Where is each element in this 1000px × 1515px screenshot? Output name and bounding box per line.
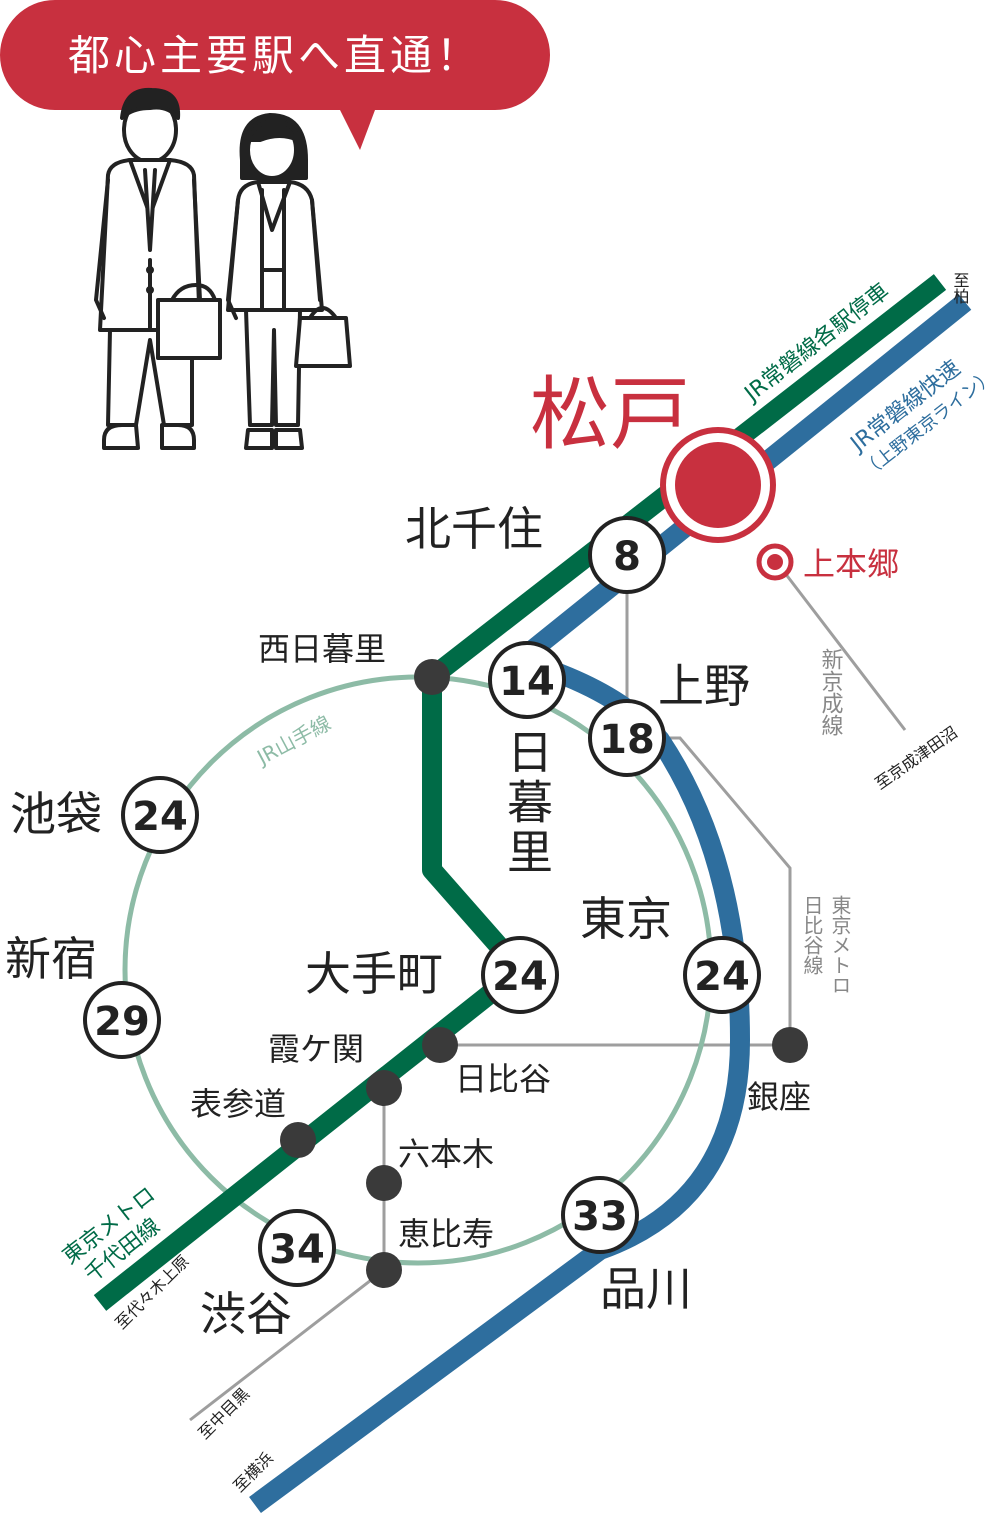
omotesando-label: 表参道	[190, 1085, 286, 1123]
shibuya-badge: 34	[258, 1209, 336, 1287]
hibiya-dot	[366, 1070, 402, 1106]
shinjuku-badge: 29	[83, 981, 161, 1059]
ikebukuro-badge: 24	[121, 776, 199, 854]
shinagawa-label: 品川	[600, 1262, 692, 1316]
hibiya-line-label-1: 東京メトロ	[828, 895, 852, 995]
kamihongo-label: 上本郷	[803, 545, 899, 583]
svg-text:24: 24	[694, 954, 750, 1000]
svg-text:34: 34	[269, 1227, 325, 1273]
shinkeisei-label: 新京成線	[818, 648, 844, 736]
speech-bubble: 都心主要駅へ直通！	[0, 0, 550, 150]
kasumigaseki-label: 霞ケ関	[268, 1030, 364, 1068]
ebisu-label: 恵比寿	[398, 1215, 494, 1253]
minor-station-dots	[280, 659, 808, 1288]
kitasenju-label: 北千住	[405, 502, 543, 556]
roppongi-dot	[366, 1165, 402, 1201]
ebisu-dot	[366, 1252, 402, 1288]
hibiya-label: 日比谷	[455, 1060, 551, 1098]
ueno-badge: 18	[588, 699, 666, 777]
nishinippori-dot	[414, 659, 450, 695]
svg-text:29: 29	[94, 999, 150, 1045]
kasumigaseki-dot	[422, 1027, 458, 1063]
svg-text:14: 14	[499, 659, 555, 705]
omotesando-dot	[280, 1122, 316, 1158]
shinjuku-label: 新宿	[5, 932, 97, 986]
svg-text:33: 33	[572, 1194, 628, 1240]
kamihongo-station-marker	[756, 543, 794, 581]
roppongi-label: 六本木	[398, 1135, 494, 1173]
matsudo-station-marker	[660, 427, 776, 543]
tokyo-badge: 24	[683, 936, 761, 1014]
shibuya-label: 渋谷	[200, 1287, 292, 1341]
otemachi-label: 大手町	[305, 947, 443, 1001]
svg-text:24: 24	[492, 954, 548, 1000]
businesswoman-illustration	[226, 113, 352, 450]
businessman-illustration	[94, 87, 222, 450]
ginza-dot	[772, 1027, 808, 1063]
dir-tsudanuma: 至京成津田沼	[871, 723, 961, 794]
kitasenju-badge: 8	[588, 516, 666, 594]
ueno-label: 上野	[658, 659, 750, 713]
shinagawa-badge: 33	[561, 1176, 639, 1254]
tokyo-label: 東京	[580, 892, 672, 946]
nippori-badge: 14	[488, 641, 566, 719]
nippori-label: 日暮里	[500, 728, 554, 878]
hibiya-line-label-2: 日比谷線	[800, 895, 824, 975]
nishinippori-label: 西日暮里	[258, 630, 386, 668]
ginza-label: 銀座	[747, 1078, 811, 1116]
bubble-text: 都心主要駅へ直通！	[68, 31, 482, 80]
svg-text:24: 24	[132, 794, 188, 840]
svg-text:8: 8	[613, 534, 641, 580]
matsudo-label: 松戸	[530, 368, 690, 461]
dir-kashiwa: 至柏	[951, 272, 970, 304]
svg-text:18: 18	[599, 717, 655, 763]
otemachi-badge: 24	[481, 936, 559, 1014]
ikebukuro-label: 池袋	[10, 787, 102, 841]
